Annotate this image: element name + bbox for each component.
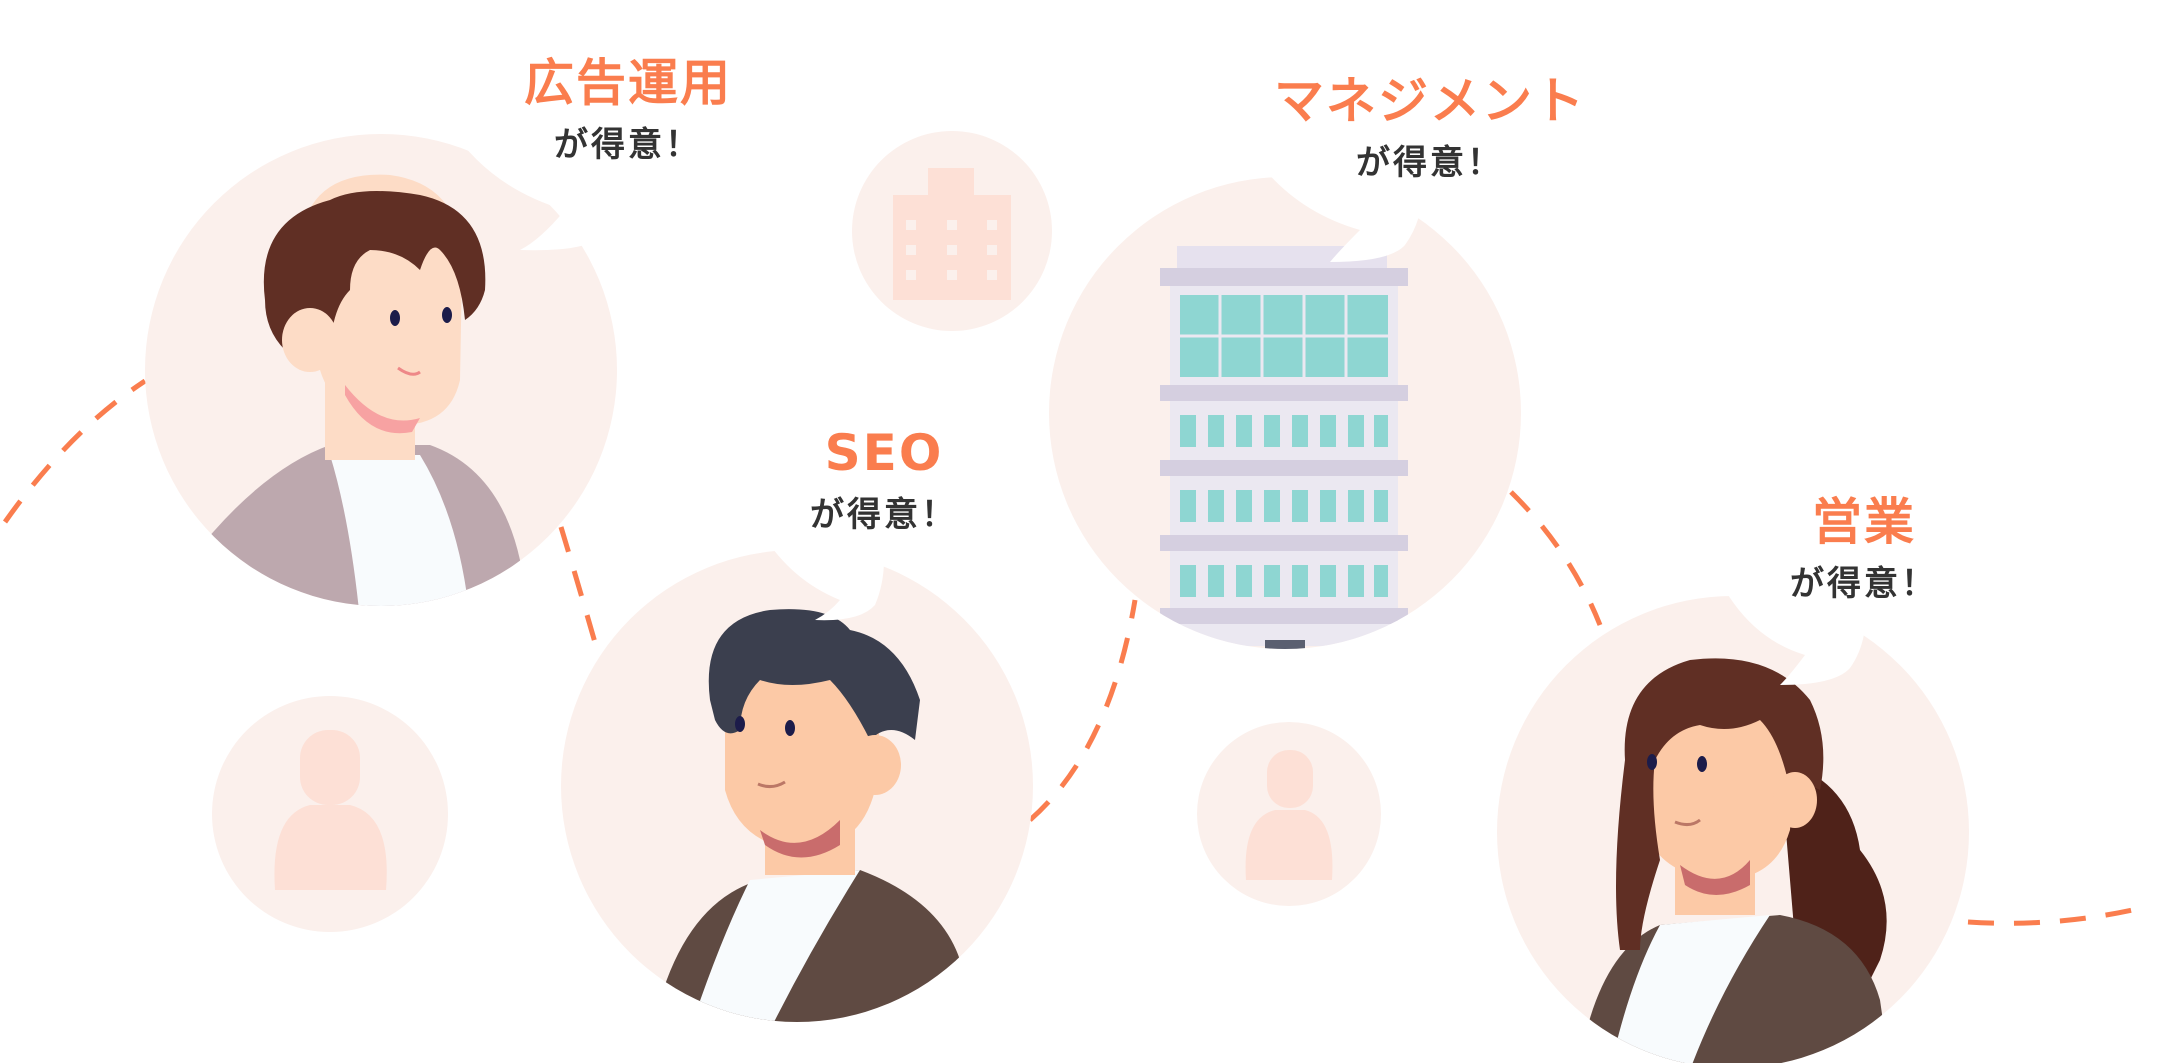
skill-title: 広告運用 [524,54,732,112]
building-placeholder-icon [852,131,1052,331]
skill-title: SEO [824,424,944,482]
skill-label-ads: 広告運用 が得意！ [524,58,732,162]
person-seo-specialist-avatar [561,550,1033,1022]
skill-suffix: が得意！ [1790,564,1938,604]
dashed-path [2,378,2151,926]
skill-suffix: が得意！ [810,495,958,535]
person-sales-specialist-avatar [1497,596,1969,1063]
skill-label-seo: SEO が得意！ [810,428,958,532]
skill-label-sales: 営業 が得意！ [1790,497,1938,601]
office-building-illustration [1049,177,1521,649]
skill-label-management: マネジメント が得意！ [1274,76,1586,180]
skill-title: 営業 [1812,493,1916,551]
person-placeholder-icon [1197,722,1381,906]
person-placeholder-icon [212,696,448,932]
speech-bubble-tails [440,110,1866,685]
person-ad-specialist-avatar [145,134,617,606]
skill-suffix: が得意！ [554,125,702,165]
skill-suffix: が得意！ [1356,143,1504,183]
skill-title: マネジメント [1274,72,1586,130]
